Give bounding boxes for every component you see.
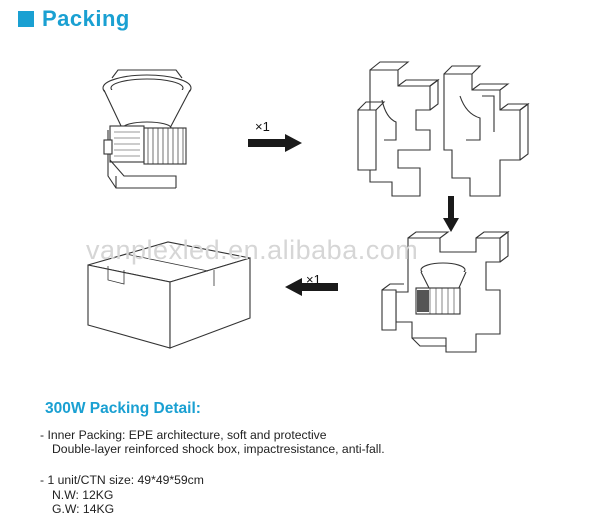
packing-detail-title: 300W Packing Detail: (45, 400, 201, 417)
floodlight-fixture-icon (102, 69, 192, 189)
epe-foam-insert-icon (357, 61, 530, 197)
multiplier-label-bottom: ×1 (306, 272, 321, 287)
page-title: Packing (42, 6, 130, 31)
inner-packing-line1: - Inner Packing: EPE architecture, soft … (40, 428, 327, 442)
fixture-in-foam-icon (381, 230, 510, 353)
header-bullet-square (18, 11, 34, 27)
watermark-text: vanplexled.en.alibaba.com (86, 235, 419, 265)
inner-packing-line2: Double-layer reinforced shock box, impac… (52, 442, 385, 456)
arrow-left-icon (285, 278, 338, 296)
multiplier-label-top: ×1 (255, 119, 270, 134)
net-weight-line: N.W: 12KG (52, 488, 114, 502)
section-header: Packing (18, 6, 130, 32)
carton-box-icon (87, 241, 251, 349)
gross-weight-line: G.W: 14KG (52, 502, 115, 516)
carton-size-line: - 1 unit/CTN size: 49*49*59cm (40, 473, 204, 487)
arrow-down-icon (443, 196, 459, 232)
arrow-right-icon (248, 134, 302, 152)
packing-illustration (87, 61, 530, 353)
